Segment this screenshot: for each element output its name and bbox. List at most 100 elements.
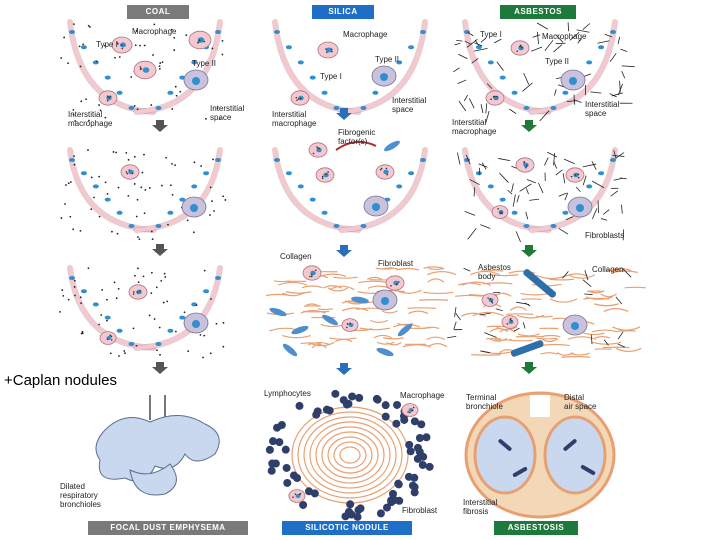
asbestos-fiber <box>620 49 627 51</box>
coal-dust <box>193 231 195 233</box>
wall-nucleus <box>69 276 75 280</box>
coal-dust <box>187 350 189 352</box>
coal-dust <box>137 267 139 269</box>
dust-particle <box>313 153 315 155</box>
asbestos-fiber <box>457 153 460 165</box>
silica-type2-label: Type II <box>375 55 399 64</box>
coal-dust <box>133 327 135 329</box>
dust-particle <box>107 95 109 97</box>
dust-particle <box>107 100 109 102</box>
coal-dust <box>138 281 140 283</box>
dust-particle <box>292 496 294 498</box>
nucleus <box>381 297 389 305</box>
collagen-fiber <box>302 286 323 288</box>
coal-dust <box>91 176 93 178</box>
dust-particle <box>315 269 317 271</box>
coal-dust <box>159 327 161 329</box>
dust-particle <box>381 168 383 170</box>
dust-particle <box>499 213 501 215</box>
coal-dust <box>144 212 146 214</box>
coal-dust <box>138 238 140 240</box>
collagen-fiber <box>330 286 355 289</box>
coal-dust <box>166 300 168 302</box>
coal-dust <box>99 216 101 218</box>
wall-nucleus <box>500 198 506 202</box>
coal-dust <box>136 345 138 347</box>
coal-dust <box>115 152 117 154</box>
dust-particle <box>347 323 349 325</box>
lymphocyte <box>343 401 351 409</box>
collagen-fiber <box>536 316 552 317</box>
coal-dust <box>159 354 161 356</box>
collagen-fiber <box>333 277 357 278</box>
silica-interstitial-space-label: Interstitial space <box>392 96 426 114</box>
collagen-fiber <box>495 293 511 296</box>
collagen-fiber <box>428 344 447 347</box>
coal-alveolar-wall <box>70 150 154 230</box>
asbestos-fiber <box>592 161 596 169</box>
coal-dust <box>82 331 84 333</box>
asbestos-fiber <box>531 47 542 51</box>
dust-particle <box>311 274 313 276</box>
coal-dust <box>60 57 62 59</box>
lymphocyte <box>374 396 382 404</box>
dust-particle <box>318 147 320 149</box>
collagen-fiber <box>549 279 574 280</box>
coal-dust <box>200 165 202 167</box>
coal-dust <box>85 98 87 100</box>
wall-nucleus <box>93 184 99 188</box>
coal-dust <box>184 311 186 313</box>
coal-dust <box>101 289 103 291</box>
coal-dust <box>134 275 136 277</box>
collagen-fiber <box>403 345 431 347</box>
asbestos-fiber <box>621 205 622 214</box>
dust-particle <box>521 47 523 49</box>
dust-particle <box>300 493 302 495</box>
asbestos-fiber <box>537 32 538 44</box>
asbestos-fiber <box>538 183 543 193</box>
nucleus <box>192 320 200 328</box>
silica-macrophage2-label: Macrophage <box>400 391 444 400</box>
asbestos-fiber <box>583 280 591 287</box>
wall-nucleus <box>129 224 135 228</box>
coal-dust <box>96 60 98 62</box>
wall-nucleus <box>551 106 557 110</box>
dust-particle <box>510 319 512 321</box>
collagen-fiber <box>506 314 533 315</box>
coal-dust <box>156 349 158 351</box>
dust-particle <box>523 161 525 163</box>
dust-particle <box>386 168 388 170</box>
asbestos-fiber <box>516 231 520 242</box>
lymphocyte <box>293 474 301 482</box>
coal-dust <box>118 355 120 357</box>
dust-particle <box>322 176 324 178</box>
wall-nucleus <box>420 30 426 34</box>
collagen-fiber <box>409 311 428 313</box>
dust-particle <box>140 66 142 68</box>
asbestos-fiber <box>618 37 620 44</box>
asbestos-fiber <box>517 195 519 202</box>
wall-nucleus <box>167 211 173 215</box>
collagen-fiber <box>419 300 448 301</box>
collagen-fiber <box>428 279 444 282</box>
coal-dust <box>193 161 195 163</box>
asbestos-fiber <box>465 211 475 215</box>
lymphocyte <box>331 390 339 398</box>
collagen-fiber <box>408 308 436 309</box>
coal-dust <box>172 194 174 196</box>
dust-particle <box>309 276 311 278</box>
silica-alveolar-wall <box>342 150 426 230</box>
coal-dust <box>216 323 218 325</box>
wall-nucleus <box>500 76 506 80</box>
lymphocyte <box>275 438 283 446</box>
coal-dust <box>65 184 67 186</box>
dust-particle <box>107 338 109 340</box>
coal-dust <box>118 187 120 189</box>
coal-arrow-2 <box>152 244 168 256</box>
coal-dust <box>74 286 76 288</box>
asbestos-fiber <box>559 228 568 234</box>
coal-dust <box>211 48 213 50</box>
coal-dust <box>137 236 139 238</box>
wall-nucleus <box>361 106 367 110</box>
coal-dust <box>74 164 76 166</box>
